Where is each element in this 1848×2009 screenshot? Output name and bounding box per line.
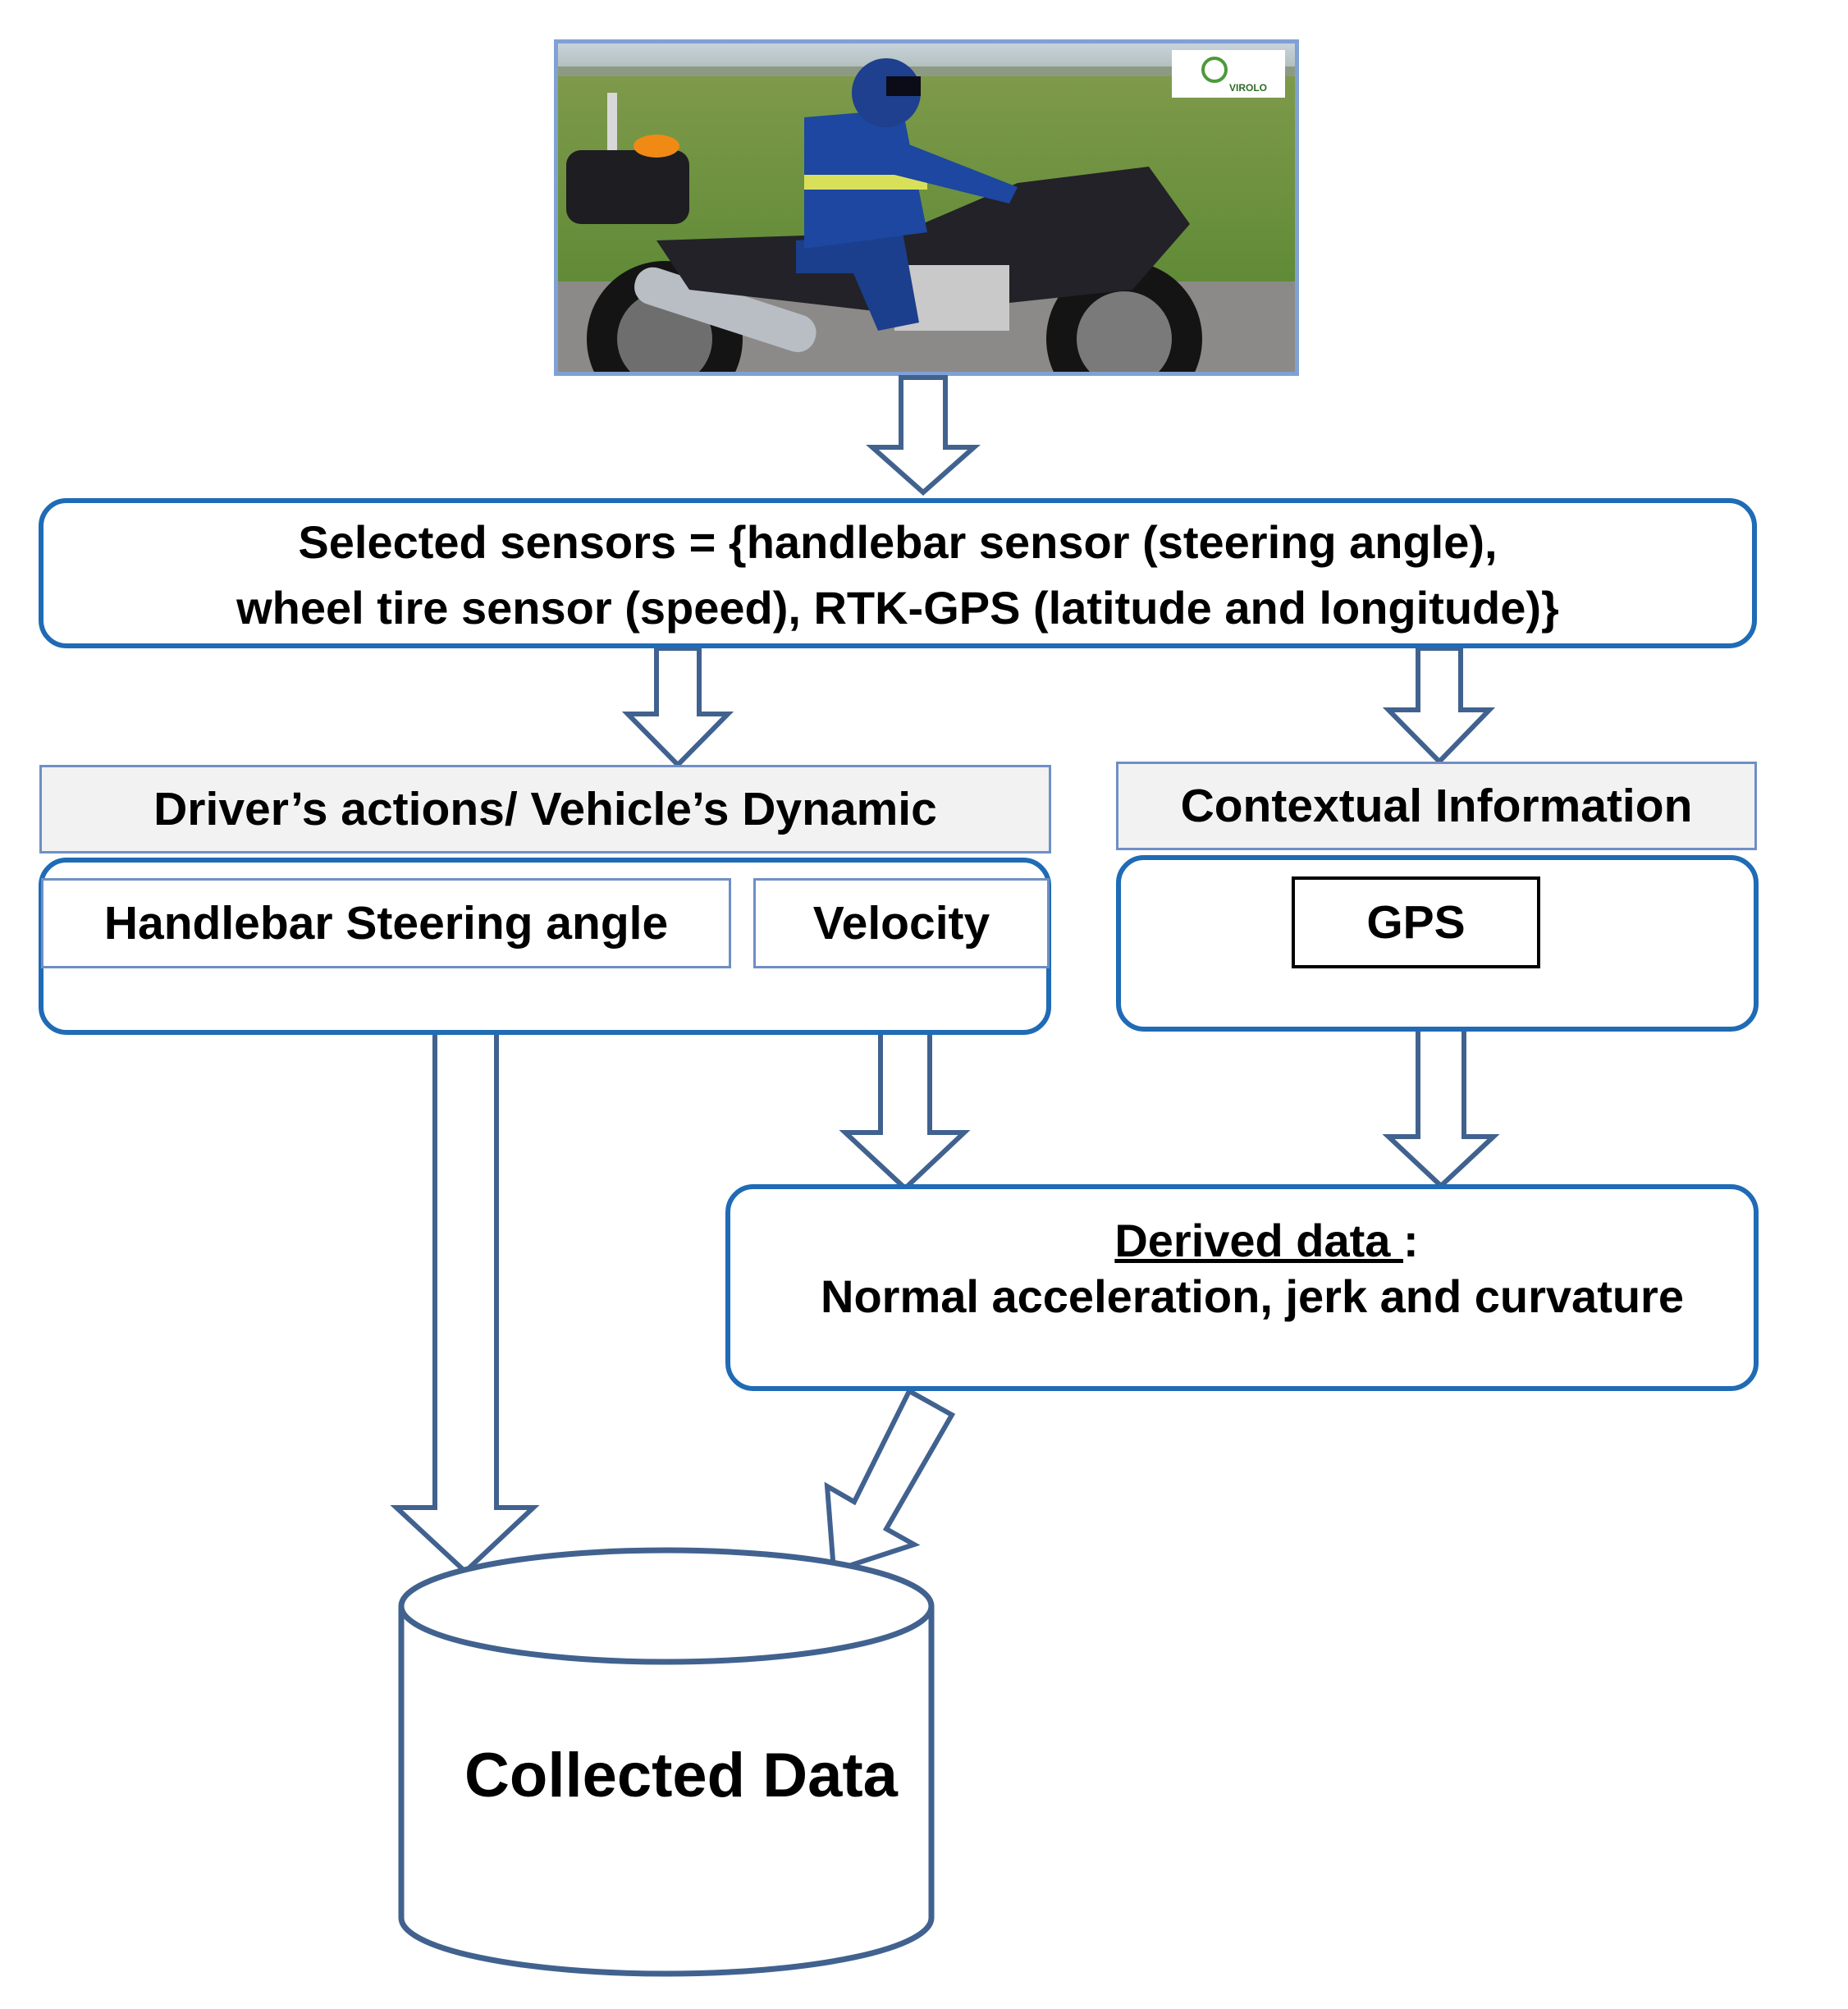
derived-data-text: Normal acceleration, jerk and curvature (821, 1270, 1684, 1322)
velocity-cell: Velocity (753, 878, 1050, 968)
arrow-derived-to-collected (824, 1387, 956, 1575)
motorcycle-photo-illustration: VIROLO (558, 43, 1295, 372)
arrow-steering-to-collected (390, 970, 540, 1576)
arrow-sensors-to-context (1382, 646, 1496, 766)
handlebar-steering-angle-cell: Handlebar Steering angle (41, 878, 731, 968)
selected-sensors-box: Selected sensors = {handlebar sensor (st… (39, 498, 1757, 648)
virolo-logo-text: VIROLO (1229, 82, 1267, 94)
derived-data-box: Derived data : Normal acceleration, jerk… (725, 1184, 1759, 1391)
selected-sensors-line-2: wheel tire sensor (speed), RTK-GPS (lati… (236, 582, 1559, 634)
driver-actions-header: Driver’s actions/ Vehicle’s Dynamic (39, 765, 1051, 853)
derived-data-colon: : (1403, 1215, 1419, 1266)
arrow-photo-to-sensors (866, 375, 981, 497)
derived-data-title-row: Derived data : (730, 1214, 1754, 1267)
arrow-sensors-to-driver (621, 646, 734, 769)
collected-data-label: Collected Data (464, 1741, 898, 1810)
gps-cell: GPS (1292, 876, 1540, 968)
motorcycle-photo: VIROLO (554, 39, 1299, 376)
derived-data-title: Derived data (1114, 1215, 1404, 1266)
contextual-information-header: Contextual Information (1116, 762, 1757, 850)
collected-data-cylinder (398, 1547, 935, 1977)
selected-sensors-line-1: Selected sensors = {handlebar sensor (st… (298, 516, 1498, 568)
